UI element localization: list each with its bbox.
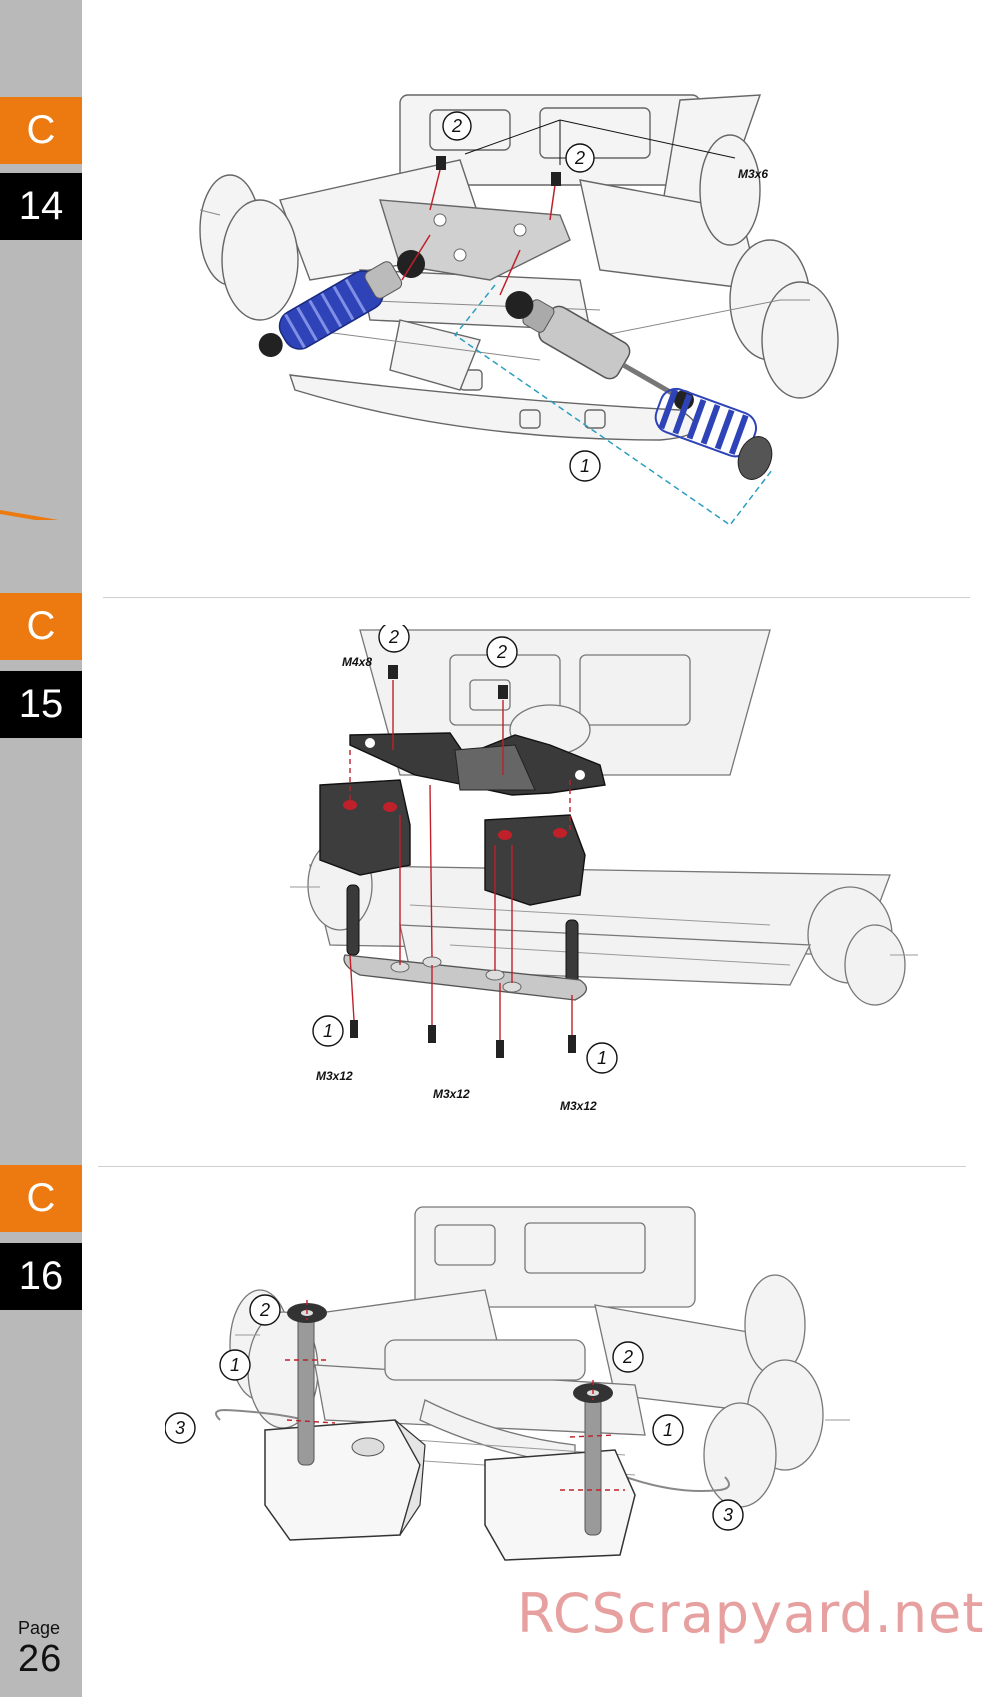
step14-diagram: 2 2 1 M3x6 [160, 90, 900, 580]
callout-number: 2 [496, 642, 507, 662]
screw-size-label: M3x6 [738, 167, 768, 181]
callout-number: 1 [323, 1021, 333, 1041]
section-tag: C [0, 97, 82, 164]
callout-number: 1 [663, 1420, 673, 1440]
sidebar: C 14 C 15 C 16 Page 26 [0, 0, 82, 1697]
step-number: 15 [0, 671, 82, 738]
section-tag: C [0, 593, 82, 660]
screw-size-label: M4x8 [342, 655, 372, 669]
page-label: Page [18, 1618, 61, 1638]
callout-number: 1 [597, 1048, 607, 1068]
callout-number: 2 [259, 1300, 270, 1320]
divider [98, 1166, 966, 1167]
callout-number: 3 [175, 1418, 185, 1438]
step-number: 16 [0, 1243, 82, 1310]
step-number: 14 [0, 173, 82, 240]
watermark: RCScrapyard.net [517, 1582, 985, 1645]
callout-number: 1 [580, 456, 590, 476]
callout-number: 2 [574, 148, 585, 168]
screw-size-label: M3x12 [560, 1099, 597, 1113]
callout-number: 2 [388, 627, 399, 647]
page-number: 26 [18, 1638, 63, 1680]
step15-diagram: 2 2 1 1 M4x8 M3x12 M3x12 M3x12 [250, 625, 950, 1115]
callout-number: 2 [622, 1347, 633, 1367]
step16-diagram: 2 1 3 2 1 3 [165, 1205, 885, 1590]
callout-number: 2 [451, 116, 462, 136]
section-tag: C [0, 1165, 82, 1232]
divider [103, 597, 970, 598]
screw-size-label: M3x12 [433, 1087, 470, 1101]
screw-size-label: M3x12 [316, 1069, 353, 1083]
orange-stripe [0, 510, 59, 520]
callout-number: 3 [723, 1505, 733, 1525]
callout-number: 1 [230, 1355, 240, 1375]
